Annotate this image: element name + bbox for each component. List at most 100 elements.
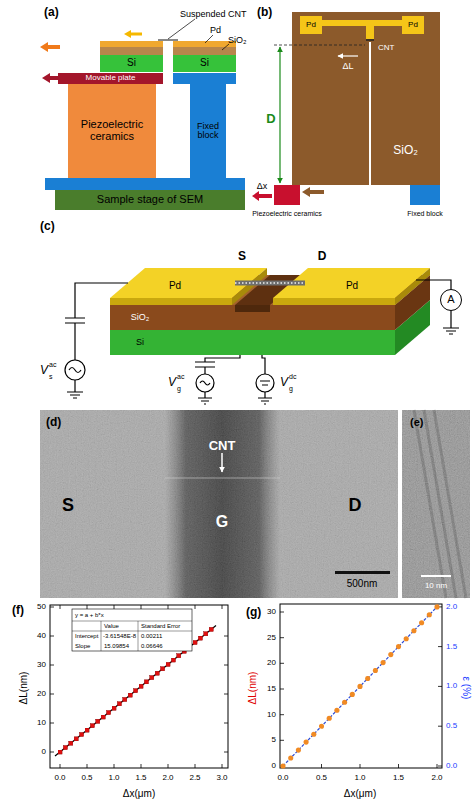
cnt	[158, 39, 178, 41]
tick-label: 10	[267, 711, 276, 719]
terminal-label: D	[318, 250, 327, 262]
signal-name: ac	[177, 373, 184, 380]
part-label: Piezoelectric ceramics	[252, 210, 322, 217]
panel-letter: (g)	[246, 606, 261, 618]
sample-stage: Sample stage of SEM	[55, 190, 245, 210]
motion-arrow	[124, 30, 142, 38]
tick-label: 0.0	[446, 762, 457, 770]
leader-line	[222, 44, 229, 50]
cnt	[165, 477, 280, 478]
image-noise	[40, 410, 398, 598]
node-text: Fixed block	[190, 122, 226, 141]
tick-label: 2.0	[446, 603, 457, 611]
scale-bar	[421, 575, 451, 577]
panel-letter: (b)	[257, 6, 272, 18]
node-text: Piezoelectric ceramics	[68, 119, 156, 142]
tick-label: 30	[267, 608, 276, 616]
tick-label: 25	[267, 634, 276, 642]
plot-frame	[50, 605, 228, 768]
motion-arrow	[252, 191, 272, 201]
dimension-line	[279, 47, 280, 183]
fixed-block-top	[173, 73, 236, 84]
axis-title: Δx(μm)	[123, 789, 155, 799]
signal-name: s	[49, 373, 53, 380]
si-block: Si	[100, 55, 163, 72]
fixed-block	[410, 185, 440, 205]
signal-name: g	[177, 385, 181, 392]
signal-name: V	[40, 364, 48, 376]
tick-label: 2.0	[431, 774, 442, 782]
tick-label: 10	[37, 719, 46, 727]
pd-pad: Pd	[300, 16, 322, 34]
node-text: A	[447, 294, 454, 306]
tick-label: 0	[42, 748, 46, 756]
tick-label: 0.5	[81, 774, 92, 782]
signal-name: ac	[49, 361, 56, 368]
sio2-substrate: SiO₂ Pd Pd	[292, 12, 440, 185]
tick-label: 1.5	[393, 774, 404, 782]
data-series	[283, 607, 437, 766]
pd-layer	[100, 41, 163, 47]
tick-label: 5	[272, 736, 276, 744]
axis-title: ε (%)	[461, 677, 471, 700]
wire	[195, 355, 240, 404]
pd-electrode	[366, 26, 374, 39]
panel-letter: (a)	[44, 6, 59, 18]
sine-symbol	[69, 368, 81, 373]
pointer-arrow	[221, 453, 223, 472]
base-plate	[45, 178, 245, 190]
axis-title: ΔL(nm)	[19, 672, 29, 705]
displacement-arrow	[338, 55, 358, 56]
motion-arrow	[42, 73, 58, 83]
si-block: Si	[173, 55, 236, 72]
cnt	[235, 282, 305, 284]
movable-plate: Movable plate	[58, 73, 163, 84]
tick-label: 1.5	[446, 643, 457, 651]
part-label: Pd	[210, 26, 221, 35]
leader-line	[205, 35, 213, 43]
signal-name: V	[168, 376, 176, 388]
panel-letter: (c)	[40, 220, 55, 232]
ammeter: A	[440, 289, 462, 311]
dimension-label: D	[266, 112, 275, 125]
fit-table	[72, 609, 192, 651]
node-text: Pd	[306, 21, 316, 29]
si-layer	[110, 330, 395, 355]
cnt	[366, 39, 374, 41]
sio2-layer	[173, 47, 236, 55]
tick-label: 40	[37, 632, 46, 640]
pd-pad	[273, 298, 395, 305]
leader-line	[168, 19, 195, 39]
tick-label: 20	[267, 659, 276, 667]
tick-label: 1.0	[446, 682, 457, 690]
signal-name: g	[289, 385, 293, 392]
tick-label: 30	[37, 661, 46, 669]
tick-label: 50	[37, 603, 46, 611]
plot-frame	[280, 604, 442, 768]
node-text: Si	[200, 58, 209, 69]
pd-pad: Pd	[402, 16, 424, 34]
node-text: Si	[127, 58, 136, 69]
sio2-layer	[110, 305, 395, 330]
trench	[235, 305, 270, 312]
ac-source	[196, 374, 214, 392]
tick-label: 0	[272, 762, 276, 770]
tick-label: 3.0	[216, 774, 227, 782]
signal-name: dc	[289, 373, 296, 380]
tick-label: 20	[37, 690, 46, 698]
ac-source	[65, 360, 85, 380]
tick-label: 1.0	[354, 774, 365, 782]
sine-symbol	[200, 381, 210, 385]
piezo-block: Piezoelectric ceramics	[68, 84, 156, 178]
tick-label: 0.5	[316, 774, 327, 782]
sem-image	[40, 410, 398, 598]
tick-label: 0.5	[446, 722, 457, 730]
terminal-label: S	[238, 250, 246, 262]
image-noise	[402, 410, 470, 598]
node-text: SiO₂	[393, 144, 418, 157]
node-text: Movable plate	[86, 74, 136, 82]
tick-label: 2.5	[189, 774, 200, 782]
pd-pad	[110, 298, 232, 305]
tick-marks	[50, 605, 228, 768]
